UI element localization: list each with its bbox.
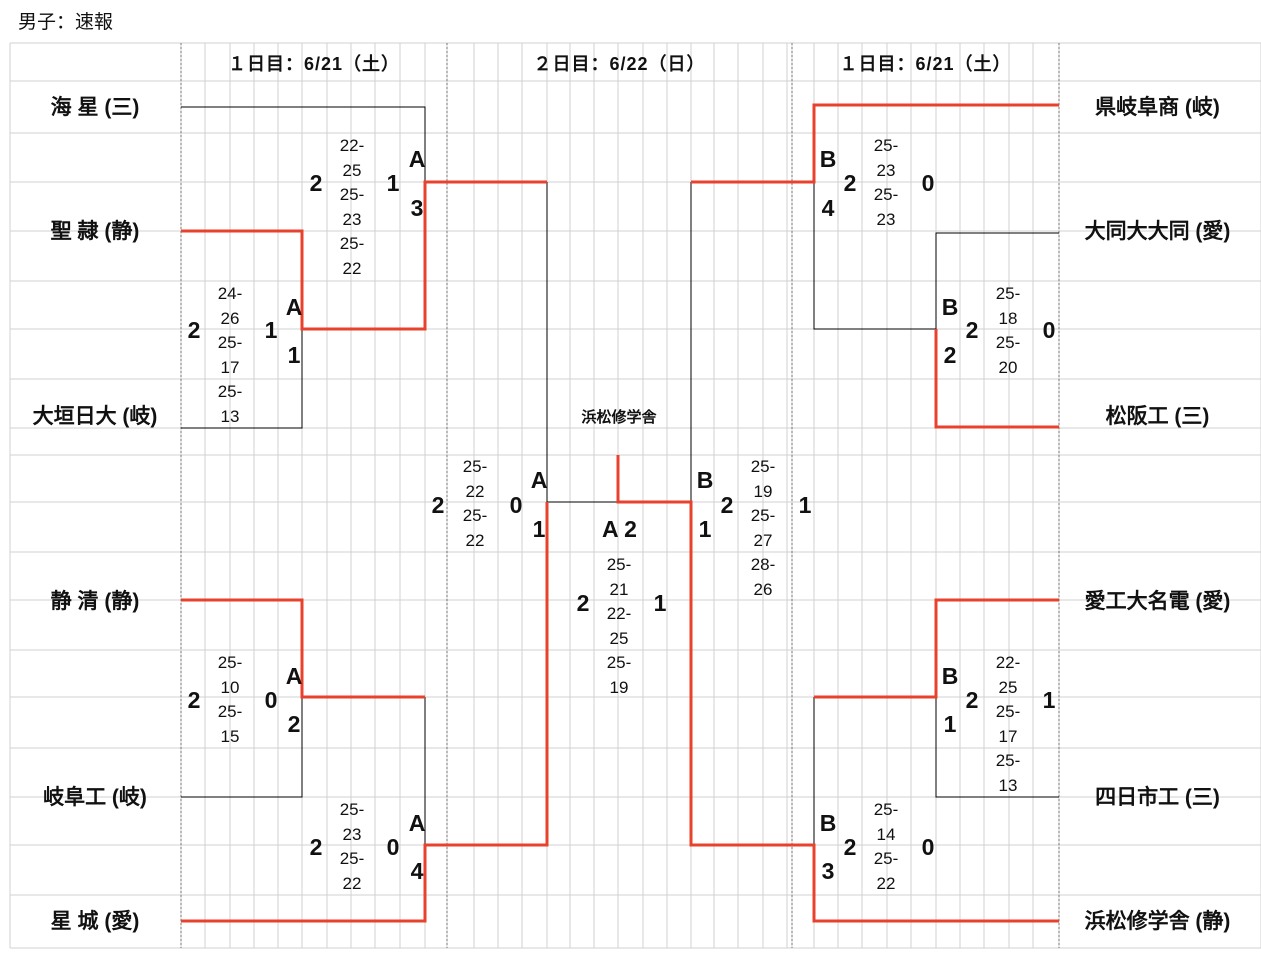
a1-code-num: 1 [287, 342, 301, 368]
a1-right-score: 1 [264, 317, 278, 343]
day1-right-header: １日目：6/21（土） [839, 54, 1012, 74]
b4-right-score: 0 [921, 170, 935, 196]
a2-set-scores: 25- 10 25- 15 [217, 653, 243, 746]
team-R6: 浜松修学舎 (静) [1084, 910, 1231, 933]
a3-set-scores: 22- 25 25- 23 25- 22 [339, 136, 365, 278]
semiB-set-scores: 25- 19 25- 27 28- 26 [750, 457, 776, 599]
team-R3: 松阪工 (三) [1105, 405, 1210, 428]
b1-set-scores: 22- 25 25- 17 25- 13 [995, 653, 1021, 795]
final-set-scores: 25- 21 22- 25 25- 19 [606, 555, 632, 697]
semiB-code-letter: B [696, 467, 714, 493]
b2-left-score: 2 [965, 317, 979, 343]
b4-code-num: 4 [821, 195, 835, 221]
team-L1: 海 星 (三) [50, 96, 140, 119]
team-L6: 星 城 (愛) [50, 910, 140, 933]
semiA-set-scores: 25- 22 25- 22 [462, 457, 488, 550]
final-code: A 2 [602, 516, 637, 542]
b2-code-num: 2 [943, 342, 957, 368]
semiB-right-score: 1 [798, 492, 812, 518]
b2-set-scores: 25- 18 25- 20 [995, 284, 1021, 377]
a3-code-num: 3 [410, 195, 424, 221]
path-L5 [181, 697, 303, 798]
semiB-left-score: 2 [720, 492, 734, 518]
b3-code-num: 3 [821, 858, 835, 884]
a3-right-score: 1 [386, 170, 400, 196]
final-right-score: 1 [653, 590, 667, 616]
path-L1 [181, 106, 426, 182]
path-L2 [181, 180, 547, 331]
semiA-code-letter: A [530, 467, 548, 493]
page-caption: 男子：速報 [18, 12, 114, 33]
a4-code-num: 4 [410, 858, 424, 884]
path-b4-loser [813, 182, 936, 330]
day2-header: ２日目：6/22（日） [533, 54, 706, 74]
b4-code-letter: B [819, 146, 837, 172]
path-L4 [181, 598, 425, 699]
b1-code-num: 1 [943, 711, 957, 737]
path-R5 [935, 697, 1059, 798]
semiB-code-num: 1 [698, 516, 712, 542]
b3-right-score: 0 [921, 834, 935, 860]
semiA-right-score: 0 [509, 492, 523, 518]
a2-code-letter: A [285, 663, 303, 689]
team-R4: 愛工大名電 (愛) [1084, 590, 1231, 613]
a2-right-score: 0 [264, 687, 278, 713]
a4-right-score: 0 [386, 834, 400, 860]
a3-left-score: 2 [309, 170, 323, 196]
team-L3: 大垣日大 (岐) [32, 405, 158, 428]
b1-left-score: 2 [965, 687, 979, 713]
semiA-left-score: 2 [431, 492, 445, 518]
b3-left-score: 2 [843, 834, 857, 860]
path-R2 [935, 232, 1059, 329]
path-R6 [616, 455, 1059, 923]
a4-set-scores: 25- 23 25- 22 [339, 800, 365, 893]
team-L2: 聖 隷 (静) [50, 220, 140, 243]
final-venue: 浜松修学舎 [581, 409, 657, 426]
day1-left-header: １日目：6/21（土） [227, 54, 401, 74]
b4-left-score: 2 [843, 170, 857, 196]
b3-code-letter: B [819, 810, 837, 836]
b4-set-scores: 25- 23 25- 23 [873, 136, 899, 229]
a1-set-scores: 24- 26 25- 17 25- 13 [217, 284, 243, 426]
path-R3 [934, 329, 1059, 429]
b1-code-letter: B [941, 663, 959, 689]
team-R2: 大同大大同 (愛) [1084, 220, 1231, 243]
final-left-score: 2 [576, 590, 590, 616]
b2-right-score: 0 [1042, 317, 1056, 343]
path-semiA-top [546, 182, 618, 503]
path-R4 [814, 598, 1059, 699]
a1-left-score: 2 [187, 317, 201, 343]
a4-code-letter: A [408, 810, 426, 836]
path-L6 [181, 502, 549, 923]
a3-code-letter: A [408, 146, 426, 172]
a2-left-score: 2 [187, 687, 201, 713]
b1-right-score: 1 [1042, 687, 1056, 713]
team-R1: 県岐阜商 (岐) [1095, 96, 1220, 119]
team-R5: 四日市工 (三) [1095, 786, 1220, 809]
a1-code-letter: A [285, 294, 303, 320]
path-R1 [691, 103, 1059, 184]
b3-set-scores: 25- 14 25- 22 [873, 800, 899, 893]
semiA-code-num: 1 [532, 516, 546, 542]
a4-left-score: 2 [309, 834, 323, 860]
b2-code-letter: B [941, 294, 959, 320]
team-L4: 静 清 (静) [50, 590, 140, 613]
path-L3 [181, 329, 303, 429]
team-L5: 岐阜工 (岐) [43, 786, 147, 809]
a2-code-num: 2 [287, 711, 301, 737]
